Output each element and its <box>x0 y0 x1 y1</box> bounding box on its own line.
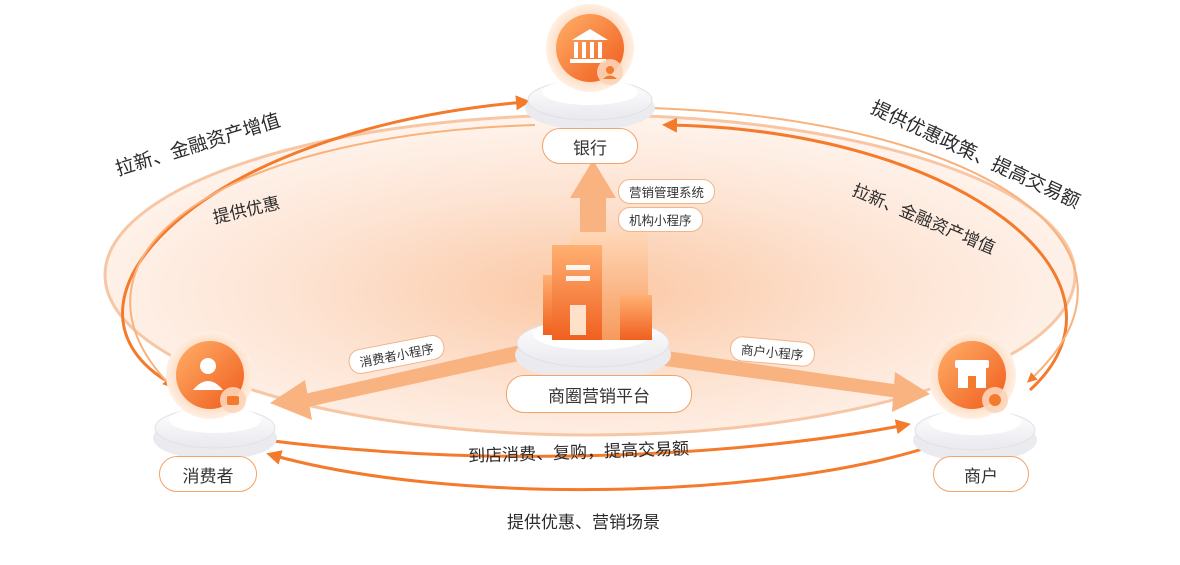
bank-node[interactable] <box>525 4 655 130</box>
arc-bank-to-merchant <box>651 107 1079 383</box>
user-icon <box>193 358 223 390</box>
arc-consumer-to-merchant <box>264 419 911 458</box>
institution-miniapp-tag: 机构小程序 <box>618 207 703 232</box>
arrow-platform-to-merchant <box>658 350 930 412</box>
bank-building-icon <box>570 29 608 63</box>
platform-node[interactable] <box>515 232 671 381</box>
office-building-icon <box>543 232 652 340</box>
bank-label[interactable]: 银行 <box>542 128 638 164</box>
arrow-platform-to-consumer <box>270 345 523 420</box>
arc-bank-to-consumer <box>129 124 536 388</box>
consumer-node[interactable] <box>153 331 277 460</box>
merchant-node[interactable] <box>913 331 1037 462</box>
platform-label[interactable]: 商圈营销平台 <box>506 375 692 413</box>
consumer-label[interactable]: 消费者 <box>159 456 257 492</box>
merchant-label[interactable]: 商户 <box>933 456 1029 492</box>
arc-consumer-to-bank <box>121 95 531 382</box>
marketing-system-tag: 营销管理系统 <box>618 179 716 204</box>
flow-merchant-to-consumer: 提供优惠、营销场景 <box>507 513 660 533</box>
storefront-icon <box>955 360 989 388</box>
arc-merchant-to-consumer <box>266 443 936 492</box>
